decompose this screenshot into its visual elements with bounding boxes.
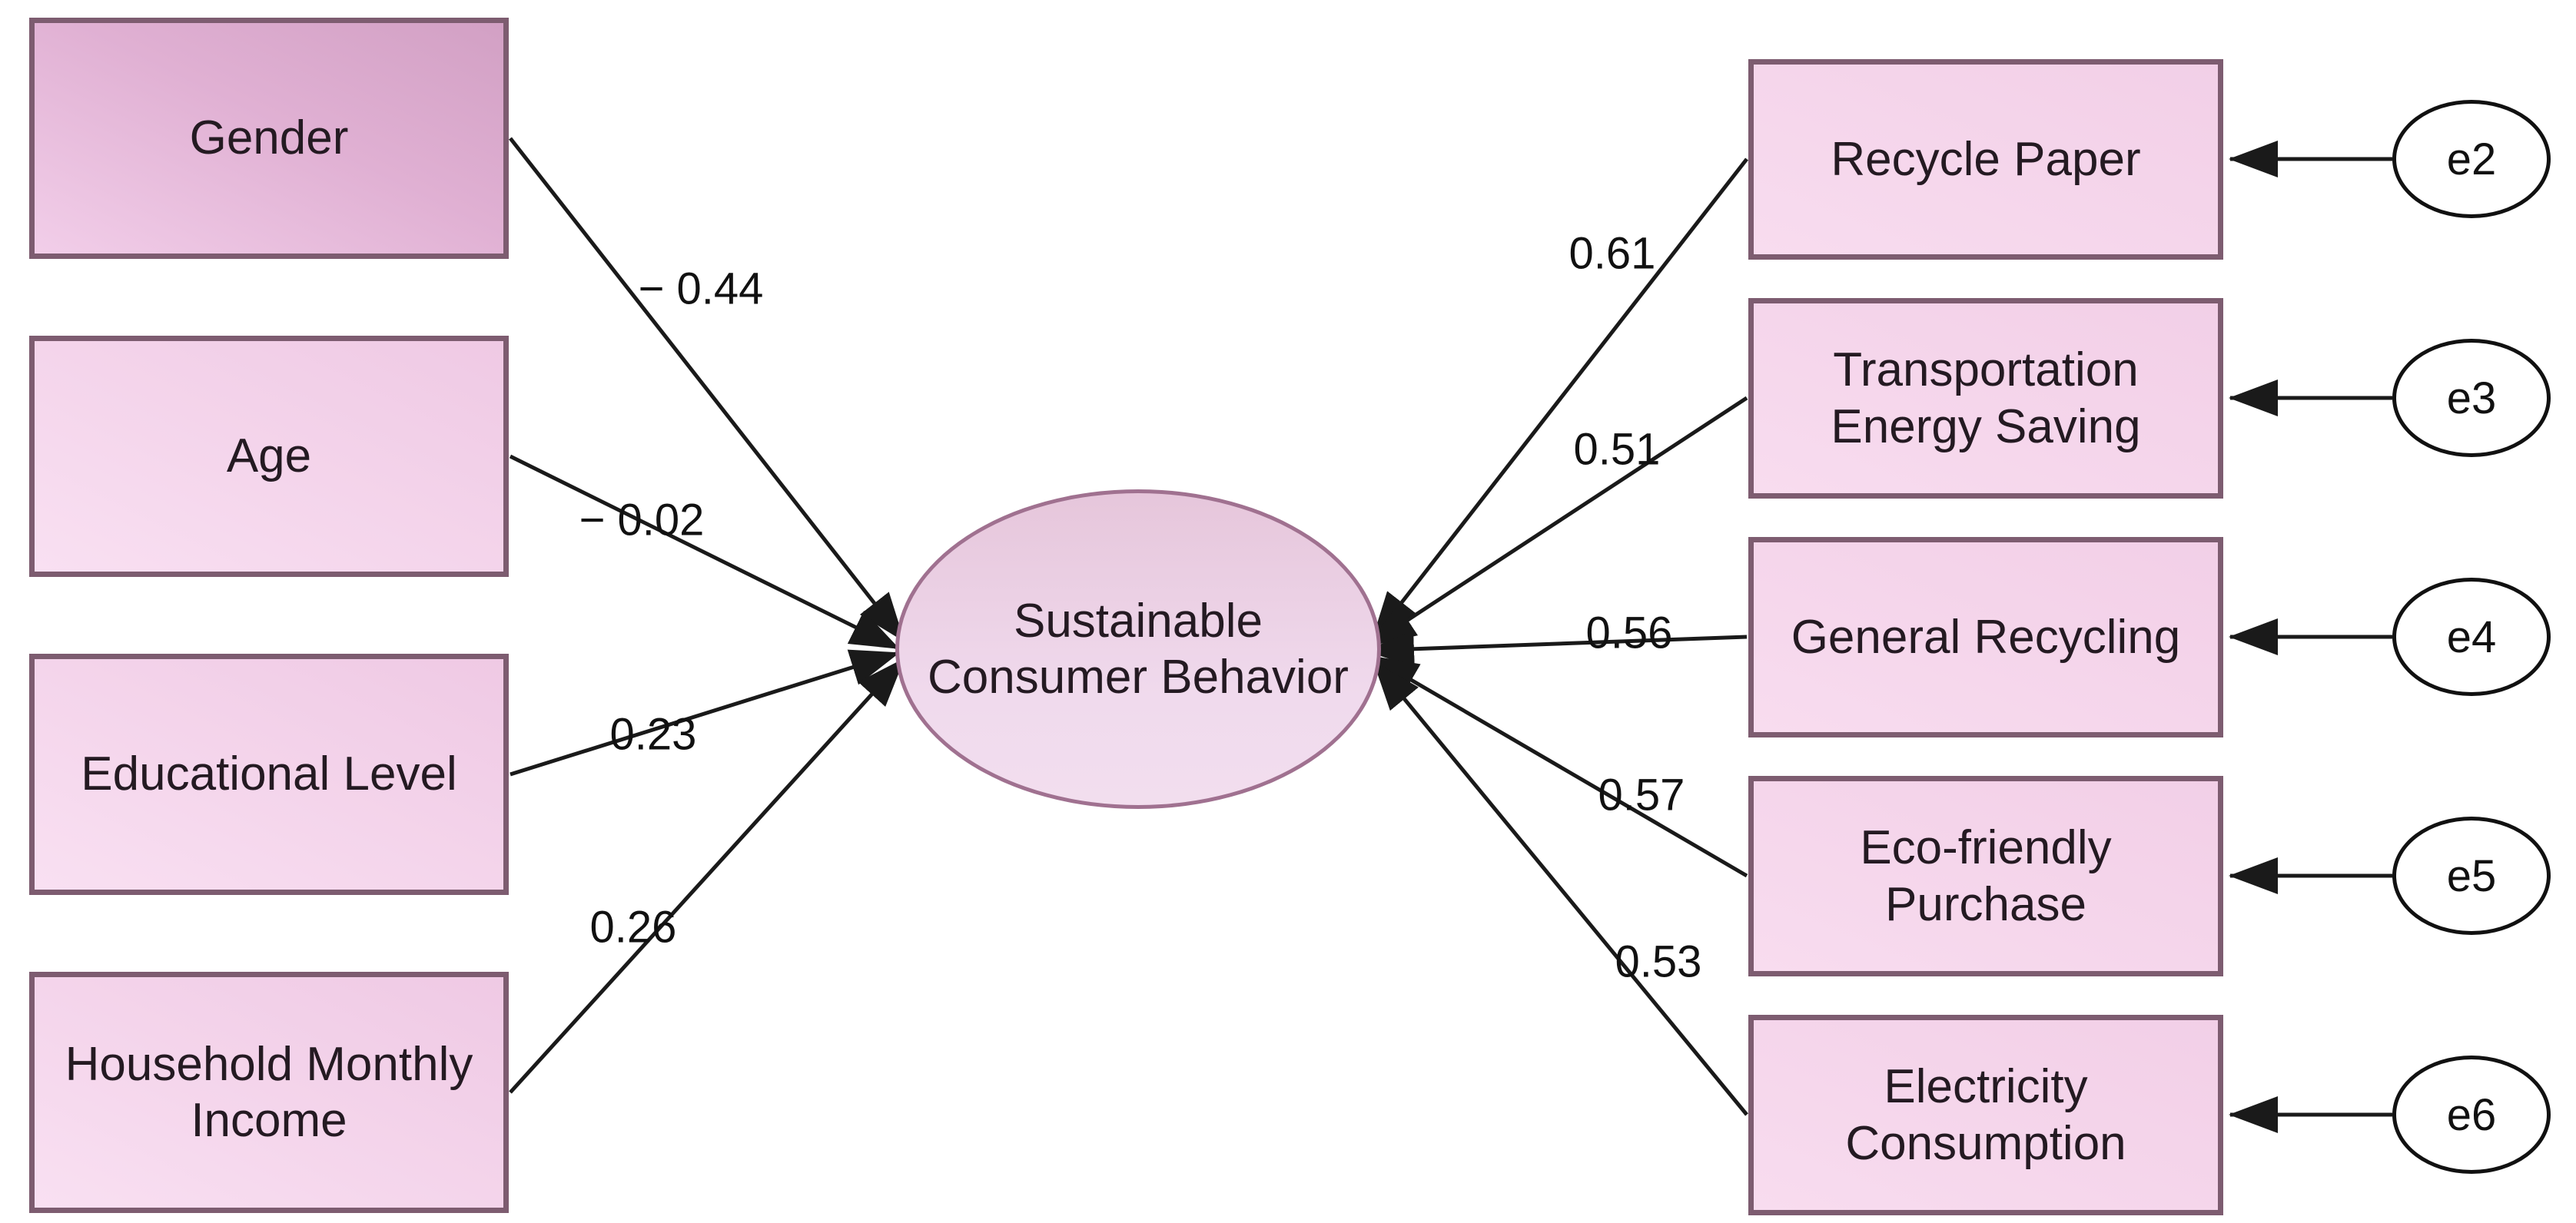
coef-educational-level: 0.23 — [609, 709, 697, 760]
path-transportation-to-latent — [1366, 396, 1748, 648]
path-recycle-paper-to-latent — [1371, 157, 1748, 641]
path-gender-to-latent — [509, 137, 905, 642]
node-household-monthly-income-label: Household Monthly Income — [65, 1037, 473, 1147]
node-transportation-energy-saving-label: Transportation Energy Saving — [1831, 343, 2141, 453]
node-recycle-paper-label: Recycle Paper — [1831, 132, 2141, 186]
error-e2-label: e2 — [2446, 134, 2497, 184]
node-age-label: Age — [226, 429, 312, 483]
path-electricity-to-latent — [1373, 661, 1748, 1116]
coef-age: − 0.02 — [579, 495, 705, 545]
node-educational-level-label: Educational Level — [81, 747, 457, 801]
path-eco-friendly-to-latent — [1369, 654, 1748, 878]
node-general-recycling: General Recycling — [1748, 537, 2223, 737]
path-educational-level-to-latent — [510, 649, 900, 777]
node-recycle-paper: Recycle Paper — [1748, 59, 2223, 260]
node-sustainable-consumer-behavior: Sustainable Consumer Behavior — [895, 489, 1381, 809]
coef-electricity-consumption: 0.53 — [1615, 936, 1702, 987]
node-electricity-consumption-label: Electricity Consumption — [1845, 1060, 2126, 1170]
node-error-e3: e3 — [2392, 339, 2551, 457]
node-gender-label: Gender — [189, 111, 349, 165]
latent-label: Sustainable Consumer Behavior — [928, 594, 1349, 704]
node-eco-friendly-purchase: Eco-friendly Purchase — [1748, 776, 2223, 976]
coef-eco-friendly-purchase: 0.57 — [1598, 770, 1685, 820]
node-error-e6: e6 — [2392, 1056, 2551, 1174]
node-electricity-consumption: Electricity Consumption — [1748, 1015, 2223, 1215]
node-age: Age — [29, 336, 509, 577]
node-general-recycling-label: General Recycling — [1791, 610, 2181, 664]
path-age-to-latent — [509, 454, 900, 651]
node-educational-level: Educational Level — [29, 654, 509, 895]
error-e5-label: e5 — [2446, 850, 2497, 901]
node-household-monthly-income: Household Monthly Income — [29, 972, 509, 1213]
coef-household-monthly-income: 0.26 — [589, 902, 677, 953]
path-general-recycling-to-latent — [1365, 630, 1748, 668]
node-transportation-energy-saving: Transportation Energy Saving — [1748, 298, 2223, 499]
node-error-e4: e4 — [2392, 578, 2551, 696]
path-household-income-to-latent — [509, 658, 905, 1094]
node-error-e2: e2 — [2392, 100, 2551, 218]
node-error-e5: e5 — [2392, 817, 2551, 935]
coef-gender: − 0.44 — [638, 263, 764, 314]
coef-transportation-energy-saving: 0.51 — [1573, 424, 1661, 475]
error-e3-label: e3 — [2446, 373, 2497, 423]
node-eco-friendly-purchase-label: Eco-friendly Purchase — [1860, 821, 2112, 931]
error-e6-label: e6 — [2446, 1089, 2497, 1140]
error-e4-label: e4 — [2446, 612, 2497, 662]
coef-general-recycling: 0.56 — [1585, 608, 1673, 658]
coef-recycle-paper: 0.61 — [1569, 228, 1656, 279]
node-gender: Gender — [29, 18, 509, 259]
